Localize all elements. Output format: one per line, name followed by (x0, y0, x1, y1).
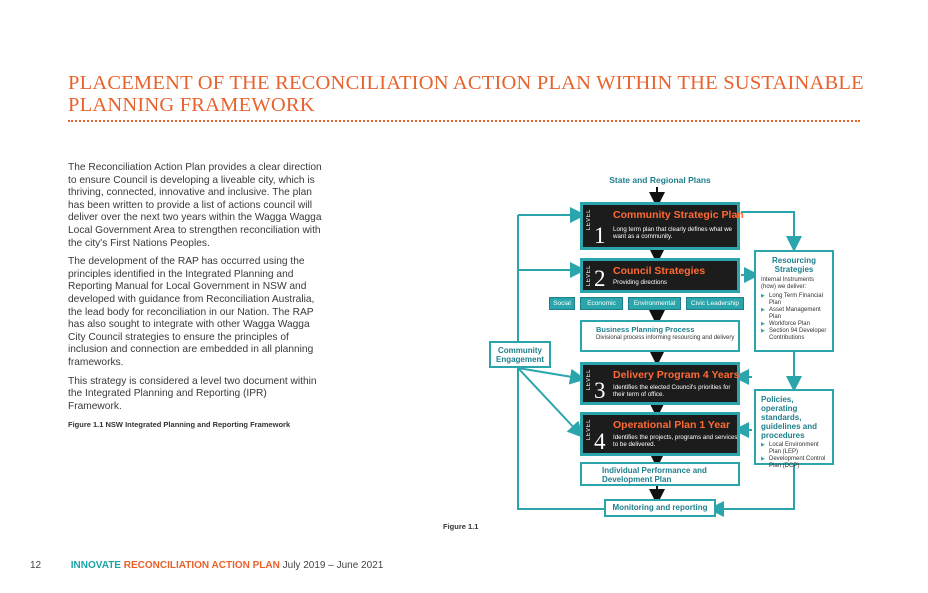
paragraph: This strategy is considered a level two … (68, 375, 317, 412)
level-heading: Operational Plan 1 Year (613, 419, 731, 431)
list-item: Local Environment Plan (LEP) (761, 442, 827, 456)
level-description: Providing directions (613, 279, 667, 286)
level-1-community-strategic-plan: LEVEL 1 Community Strategic Plan Long te… (580, 202, 744, 250)
list-item: Section 94 Developer Contributions (761, 328, 827, 342)
state-regional-plans: State and Regional Plans (609, 175, 711, 185)
policies-list: Local Environment Plan (LEP) Development… (761, 442, 827, 470)
level-4-operational-plan: LEVEL 4 Operational Plan 1 Year Identifi… (580, 412, 740, 456)
figure-caption: Figure 1.1 NSW Integrated Planning and R… (68, 420, 291, 430)
resourcing-title: Resourcing Strategies (771, 256, 816, 274)
footer-innovate: INNOVATE (70, 560, 121, 571)
list-item: Asset Management Plan (761, 307, 827, 321)
list-item: Long Term Financial Plan (761, 293, 827, 307)
resourcing-strategies: Resourcing Strategies Internal Instrumen… (754, 250, 834, 352)
business-planning-process: Business Planning Process Divisional pro… (580, 320, 740, 352)
footer-rap: RECONCILIATION ACTION PLAN (123, 560, 280, 571)
figure-label: Figure 1.1 (443, 522, 479, 531)
list-item: Workforce Plan (761, 321, 827, 328)
level-number: 3 (594, 378, 606, 403)
policies-standards: Policies, operating standards, guideline… (754, 389, 834, 469)
level-3-delivery-program: LEVEL 3 Delivery Program 4 Years Identif… (580, 362, 740, 405)
page-number: 12 (30, 560, 42, 571)
business-heading: Business Planning Process (596, 325, 695, 334)
chip-environmental: Environmental (628, 297, 681, 310)
level-number: 4 (594, 429, 606, 454)
level-2-council-strategies: LEVEL 2 Council Strategies Providing dir… (580, 258, 740, 293)
level-description: Identifies the elected Council's priorit… (613, 384, 731, 398)
individual-performance-plan: Individual Performance and Development P… (580, 462, 740, 486)
level-number: 2 (594, 266, 606, 291)
community-engagement: Community Engagement (489, 341, 551, 368)
level-description: Identifies the projects, programs and se… (613, 434, 738, 448)
monitoring-and-reporting: Monitoring and reporting (604, 499, 716, 517)
level-label: LEVEL (586, 209, 592, 231)
level-label: LEVEL (586, 265, 592, 287)
chip-social: Social (549, 297, 575, 310)
resourcing-list: Long Term Financial Plan Asset Managemen… (761, 293, 827, 342)
level-label: LEVEL (586, 419, 592, 441)
body-text: The Reconciliation Action Plan provides … (68, 162, 323, 432)
paragraph: The development of the RAP has occurred … (68, 256, 315, 368)
chip-economic: Economic (580, 297, 623, 310)
level-heading: Council Strategies (613, 265, 706, 277)
list-item: Development Control Plan (DCP) (761, 456, 827, 470)
business-description: Divisional process informing resourcing … (596, 335, 735, 341)
paragraph: The Reconciliation Action Plan provides … (68, 162, 322, 249)
policies-title: Policies, operating standards, guideline… (761, 395, 818, 440)
level-heading: Delivery Program 4 Years (613, 369, 740, 381)
page-title: PLACEMENT OF THE RECONCILIATION ACTION P… (68, 72, 864, 116)
resourcing-intro: Internal Instruments (how) we deliver: (761, 277, 815, 290)
level-label: LEVEL (586, 369, 592, 391)
footer-dates: July 2019 – June 2021 (282, 560, 384, 571)
page-footer: 12 INNOVATE RECONCILIATION ACTION PLAN J… (30, 560, 383, 571)
title-divider (68, 120, 860, 122)
level-number: 1 (594, 223, 606, 248)
level-description: Long term plan that clearly defines what… (613, 226, 733, 240)
chip-civic-leadership: Civic Leadership (686, 297, 744, 310)
level-heading: Community Strategic Plan (613, 209, 744, 221)
